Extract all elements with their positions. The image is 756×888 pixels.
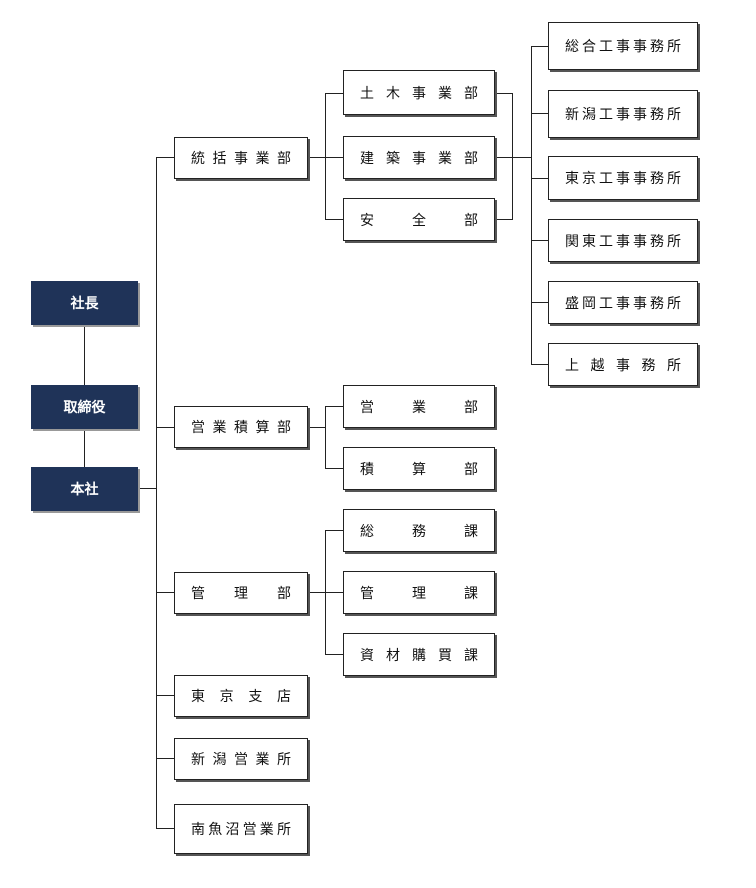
node-label: 総合工事事務所 xyxy=(565,39,681,55)
connector-line xyxy=(325,468,343,469)
node-general-affairs: 総務課 xyxy=(343,509,495,552)
connector-line xyxy=(325,530,343,531)
node-civil: 土木事業部 xyxy=(343,70,495,115)
connector-line xyxy=(325,93,326,220)
node-tokyo-branch: 東京支店 xyxy=(174,675,308,717)
connector-line xyxy=(156,695,174,696)
connector-line xyxy=(531,113,548,114)
connector-line xyxy=(308,427,325,428)
node-estimation: 積算部 xyxy=(343,447,495,490)
connector-line xyxy=(512,93,513,220)
connector-line xyxy=(495,93,512,94)
node-label: 管理部 xyxy=(191,586,291,602)
connector-line xyxy=(84,429,85,467)
connector-line xyxy=(156,427,174,428)
node-minamiuonuma-office: 南魚沼営業所 xyxy=(174,804,308,854)
node-morioka: 盛岡工事事務所 xyxy=(548,281,698,324)
connector-line xyxy=(156,592,174,593)
connector-line xyxy=(156,157,157,829)
node-kanto: 関東工事事務所 xyxy=(548,219,698,262)
node-label: 新潟工事事務所 xyxy=(565,107,681,123)
connector-line xyxy=(325,219,343,220)
node-label: 関東工事事務所 xyxy=(565,233,681,250)
node-procurement: 資材購買課 xyxy=(343,633,495,676)
connector-line xyxy=(84,325,85,385)
connector-line xyxy=(308,157,325,158)
node-general: 統括事業部 xyxy=(174,137,308,179)
node-label: 管理課 xyxy=(360,585,478,602)
connector-line xyxy=(325,406,326,469)
connector-line xyxy=(156,758,174,759)
node-headquarters: 本社 xyxy=(31,467,138,511)
connector-line xyxy=(156,157,174,158)
node-label: 営業部 xyxy=(360,399,478,416)
connector-line xyxy=(531,302,548,303)
node-construction: 建築事業部 xyxy=(343,136,495,179)
connector-line xyxy=(531,178,548,179)
node-joetsu: 上越事務所 xyxy=(548,343,698,386)
node-label: 資材購買課 xyxy=(360,647,478,664)
node-sogo: 総合工事事務所 xyxy=(548,22,698,70)
node-sales: 営業部 xyxy=(343,385,495,428)
node-label: 東京支店 xyxy=(191,689,291,705)
connector-line xyxy=(531,46,532,365)
node-label: 建築事業部 xyxy=(360,150,478,167)
node-label: 新潟営業所 xyxy=(191,752,291,768)
node-niigata-office: 新潟営業所 xyxy=(174,738,308,780)
connector-line xyxy=(531,240,548,241)
connector-line xyxy=(495,157,531,158)
connector-line xyxy=(495,219,512,220)
connector-line xyxy=(325,654,343,655)
node-president: 社長 xyxy=(31,281,138,325)
connector-line xyxy=(325,93,343,94)
node-tokyo: 東京工事事務所 xyxy=(548,156,698,200)
connector-line xyxy=(325,157,343,158)
node-label: 積算部 xyxy=(360,461,478,478)
node-label: 盛岡工事事務所 xyxy=(565,295,681,312)
node-label: 土木事業部 xyxy=(360,85,478,102)
node-label: 営業積算部 xyxy=(191,420,291,436)
node-safety: 安全部 xyxy=(343,198,495,241)
node-label: 安全部 xyxy=(360,212,478,229)
node-sales-estimation: 営業積算部 xyxy=(174,406,308,448)
connector-line xyxy=(531,364,548,365)
node-admin: 管理課 xyxy=(343,571,495,614)
node-label: 総務課 xyxy=(360,523,478,540)
node-label: 社長 xyxy=(70,296,99,312)
node-label: 取締役 xyxy=(63,400,106,416)
connector-line xyxy=(325,592,343,593)
node-label: 本社 xyxy=(70,482,99,498)
node-label: 東京工事事務所 xyxy=(565,171,681,187)
connector-line xyxy=(156,828,174,829)
node-management: 管理部 xyxy=(174,572,308,614)
connector-line xyxy=(138,488,156,489)
connector-line xyxy=(308,592,325,593)
node-label: 統括事業部 xyxy=(191,151,291,167)
node-niigata: 新潟工事事務所 xyxy=(548,90,698,138)
node-label: 上越事務所 xyxy=(565,357,681,374)
connector-line xyxy=(325,406,343,407)
node-director: 取締役 xyxy=(31,385,138,429)
node-label: 南魚沼営業所 xyxy=(191,822,291,838)
connector-line xyxy=(531,46,548,47)
